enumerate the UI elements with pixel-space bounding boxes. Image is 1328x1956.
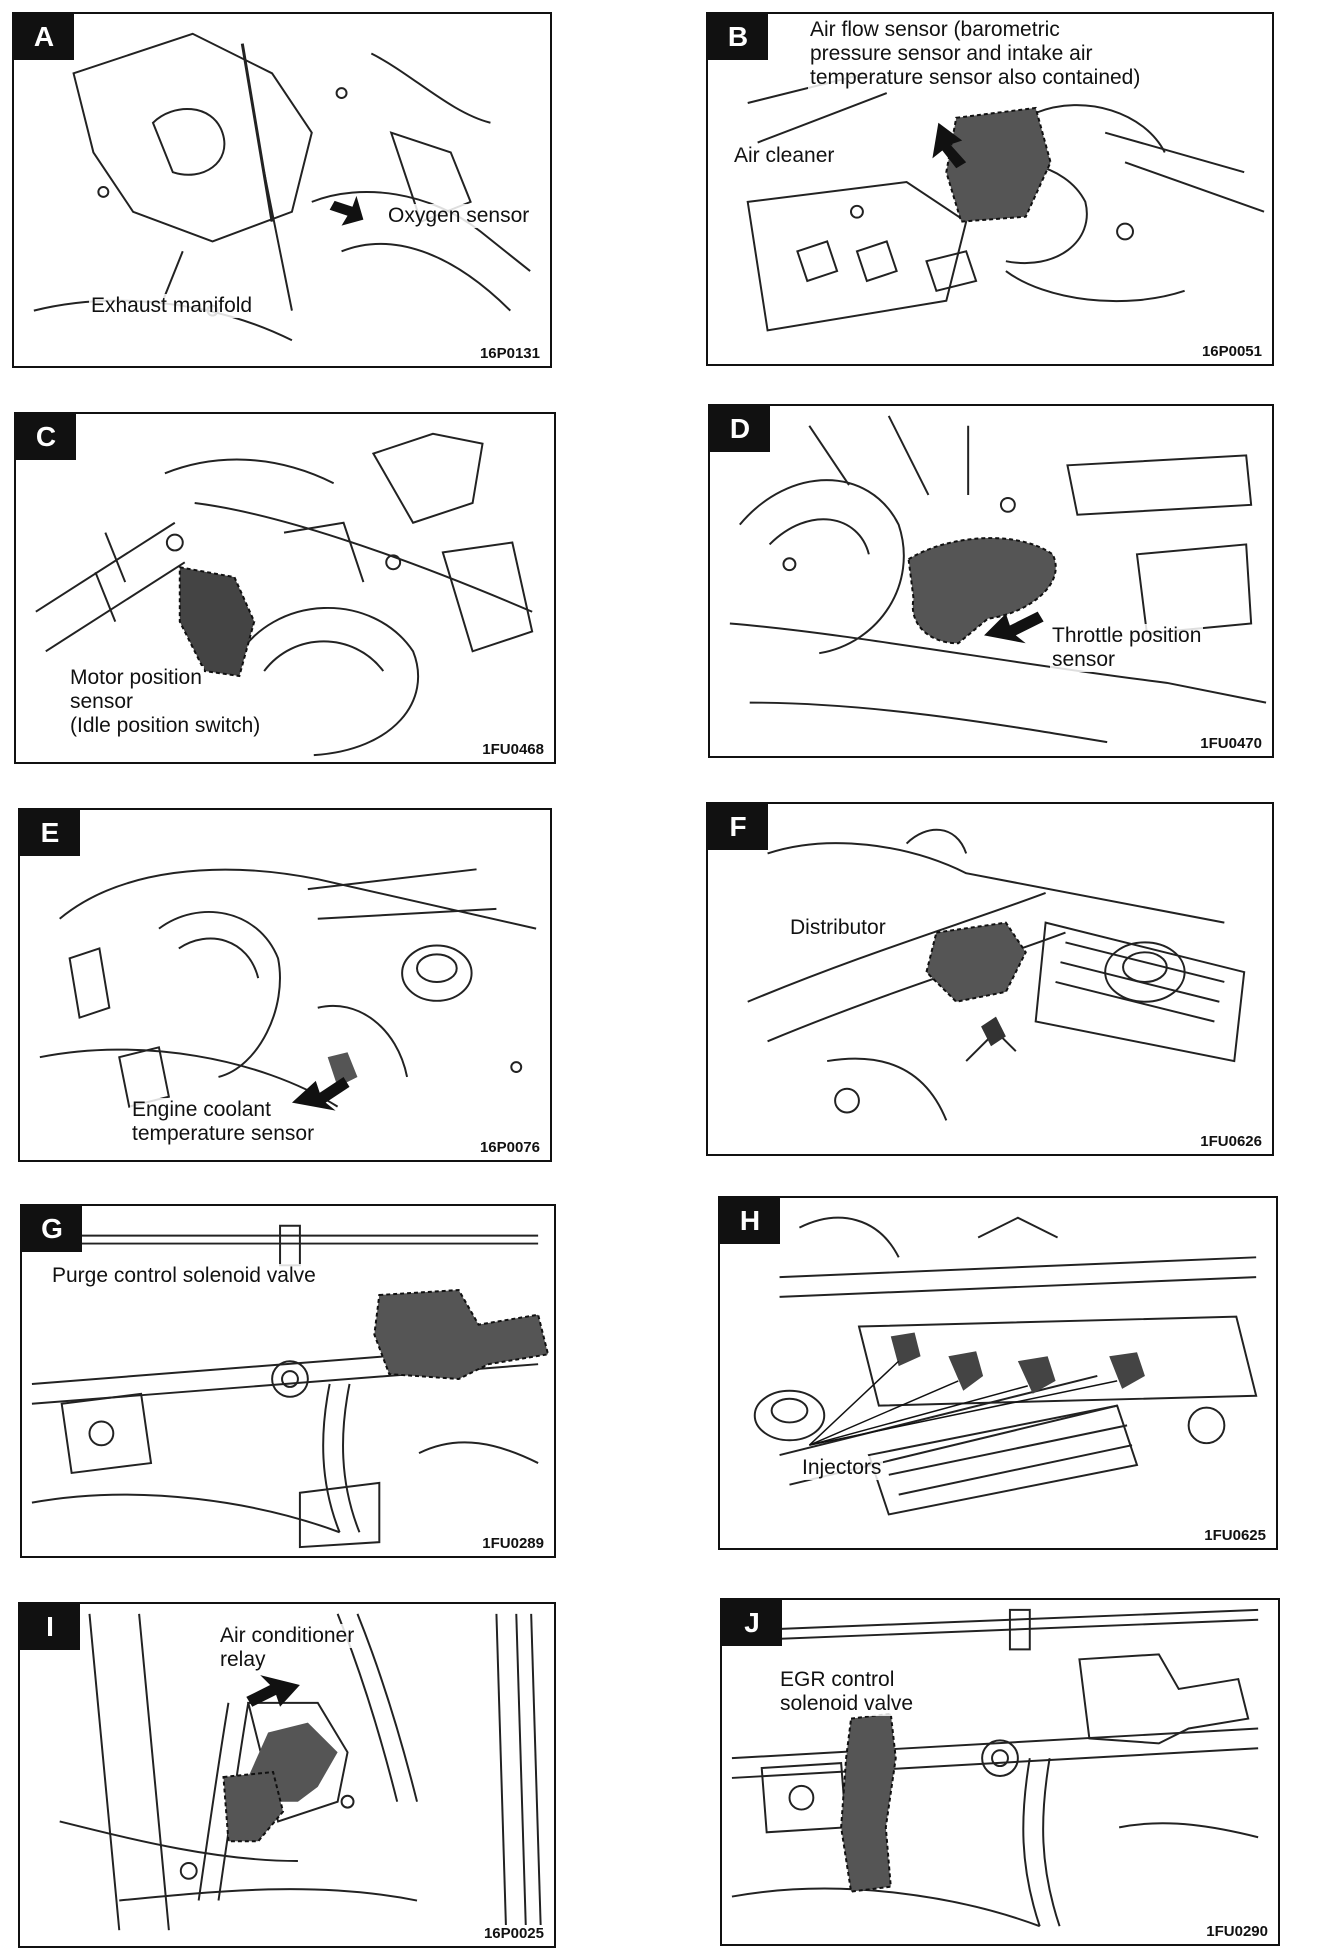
figure-panel-a: A Oxygen sensor Exhaust manifold 16P0131	[12, 12, 552, 368]
callout-egr-control-solenoid-valve-line1: EGR control	[778, 1668, 897, 1692]
engine-illustration	[35, 432, 534, 757]
callout-air-cleaner: Air cleaner	[732, 144, 837, 168]
callout-throttle-position-sensor-line1: Throttle position	[1050, 624, 1204, 648]
panel-letter: F	[708, 804, 768, 850]
callout-engine-coolant-temperature-sensor-line2: temperature sensor	[130, 1122, 317, 1146]
callout-oxygen-sensor: Oxygen sensor	[386, 204, 532, 228]
figure-code: 16P0025	[481, 1925, 546, 1942]
callout-motor-position-sensor-line2: sensor	[68, 690, 136, 714]
figure-panel-d: D Throttle position sensor 1FU0470	[708, 404, 1274, 758]
panel-letter: E	[20, 810, 80, 856]
callout-air-flow-sensor-line3: temperature sensor also contained)	[808, 66, 1143, 90]
callout-throttle-position-sensor-line2: sensor	[1050, 648, 1118, 672]
callout-distributor: Distributor	[788, 916, 888, 940]
engine-illustration	[59, 1613, 543, 1941]
panel-letter: J	[722, 1600, 782, 1646]
callout-injectors: Injectors	[800, 1456, 884, 1480]
panel-letter: G	[22, 1206, 82, 1252]
figure-panel-f: F Distributor 1FU0626	[706, 802, 1274, 1156]
figure-code: 16P0076	[477, 1139, 542, 1156]
figure-panel-b: B Air flow sensor (barometric pressure s…	[706, 12, 1274, 366]
panel-letter: A	[14, 14, 74, 60]
engine-illustration	[731, 1608, 1259, 1928]
figure-code: 1FU0470	[1198, 735, 1264, 752]
callout-air-conditioner-relay-line2: relay	[218, 1648, 268, 1672]
callout-egr-control-solenoid-valve-line2: solenoid valve	[778, 1692, 916, 1716]
panel-letter: D	[710, 406, 770, 452]
figure-panel-e: E Engine coolant temperature sensor 16P0…	[18, 808, 552, 1162]
callout-air-flow-sensor-line1: Air flow sensor (barometric	[808, 18, 1062, 42]
callout-engine-coolant-temperature-sensor-line1: Engine coolant	[130, 1098, 273, 1122]
engine-illustration	[753, 1216, 1258, 1516]
figure-panel-h: H Injectors 1FU0625	[718, 1196, 1278, 1550]
engine-illustration	[31, 1224, 550, 1549]
panel-letter: C	[16, 414, 76, 460]
figure-code: 16P0051	[1199, 343, 1264, 360]
callout-exhaust-manifold: Exhaust manifold	[89, 294, 255, 318]
figure-panel-j: J EGR control solenoid valve 1FU0290	[720, 1598, 1280, 1946]
figure-code: 1FU0625	[1202, 1527, 1268, 1544]
engine-illustration	[729, 415, 1267, 744]
engine-illustration	[747, 828, 1246, 1121]
callout-motor-position-sensor-line1: Motor position	[68, 666, 204, 690]
figure-panel-g: G Purge control solenoid valve 1FU0289	[20, 1204, 556, 1558]
callout-air-conditioner-relay-line1: Air conditioner	[218, 1624, 357, 1648]
figure-panel-c: C Motor position sensor (Idle position s…	[14, 412, 556, 764]
figure-code: 1FU0290	[1204, 1923, 1270, 1940]
figure-code: 1FU0468	[480, 741, 546, 758]
panel-letter: I	[20, 1604, 80, 1650]
engine-illustration	[746, 72, 1265, 332]
callout-idle-position-switch: (Idle position switch)	[68, 714, 263, 738]
figure-code: 1FU0626	[1198, 1133, 1264, 1150]
panel-letter: B	[708, 14, 768, 60]
engine-illustration	[39, 868, 537, 1111]
callout-purge-control-solenoid-valve: Purge control solenoid valve	[50, 1264, 318, 1288]
callout-air-flow-sensor-line2: pressure sensor and intake air	[808, 42, 1095, 66]
figure-code: 16P0131	[477, 345, 542, 362]
figure-code: 1FU0289	[480, 1535, 546, 1552]
figure-panel-i: I Air conditioner relay 16P0025	[18, 1602, 556, 1948]
panel-letter: H	[720, 1198, 780, 1244]
